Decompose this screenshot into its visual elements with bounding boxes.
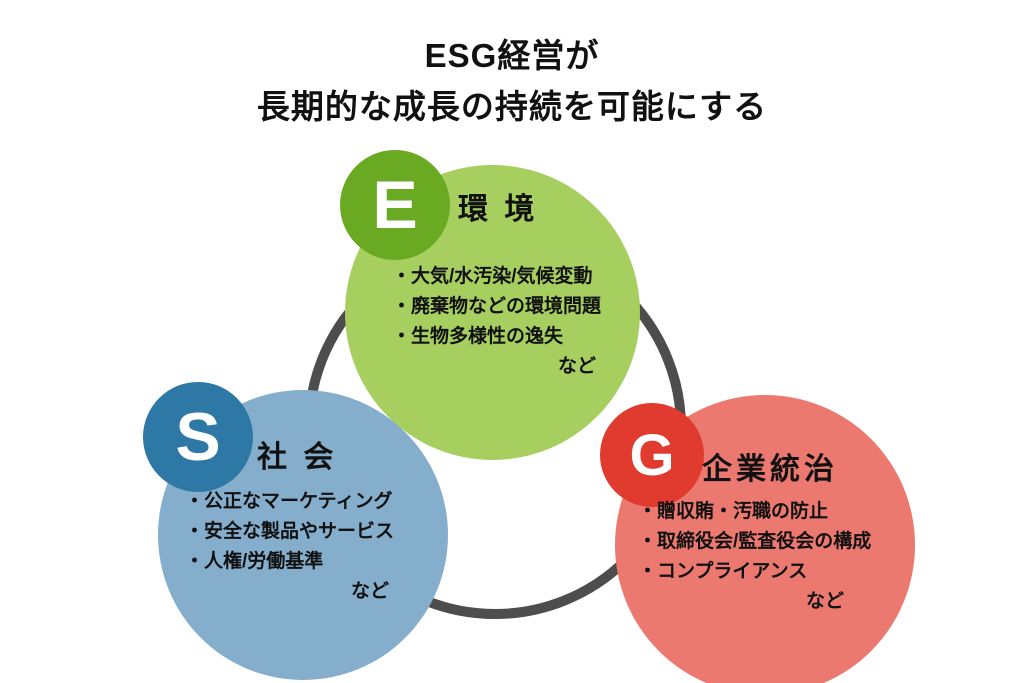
environment-item-list: ・大気/水汚染/気候変動 ・廃棄物などの環境問題 ・生物多様性の逸失 など: [392, 262, 632, 382]
environment-badge: E: [340, 150, 450, 260]
environment-item: ・大気/水汚染/気候変動: [392, 266, 593, 287]
social-item: ・安全な製品やサービス: [185, 521, 395, 542]
social-etc-label: など: [350, 581, 389, 602]
governance-item: ・コンプライアンス: [638, 561, 808, 582]
social-label: 社 会: [257, 441, 338, 474]
governance-item: ・取締役会/監査役会の構成: [638, 531, 872, 552]
governance-label: 企業統治: [702, 453, 838, 486]
environment-letter: E: [372, 167, 418, 243]
governance-item: ・贈収賄・汚職の防止: [638, 501, 829, 522]
governance-item-list: ・贈収賄・汚職の防止 ・取締役会/監査役会の構成 ・コンプライアンス など: [638, 497, 900, 617]
environment-item: ・生物多様性の逸失: [392, 326, 564, 347]
title-line-1: ESG経営が: [424, 37, 600, 74]
governance-etc-label: など: [805, 591, 844, 612]
social-badge: S: [143, 382, 253, 492]
title-line-2: 長期的な成長の持続を可能にする: [256, 88, 768, 126]
social-item-list: ・公正なマーケティング ・安全な製品やサービス ・人権/労働基準 など: [185, 487, 425, 607]
social-letter: S: [175, 399, 221, 475]
social-item: ・人権/労働基準: [185, 551, 324, 572]
governance-letter: G: [629, 422, 675, 488]
environment-item: ・廃棄物などの環境問題: [392, 296, 602, 317]
environment-etc-label: など: [557, 356, 596, 377]
environment-label: 環 境: [458, 193, 539, 226]
governance-badge: G: [600, 403, 704, 507]
diagram-title: ESG経営が 長期的な成長の持続を可能にする: [0, 30, 1024, 132]
social-item: ・公正なマーケティング: [185, 491, 393, 512]
